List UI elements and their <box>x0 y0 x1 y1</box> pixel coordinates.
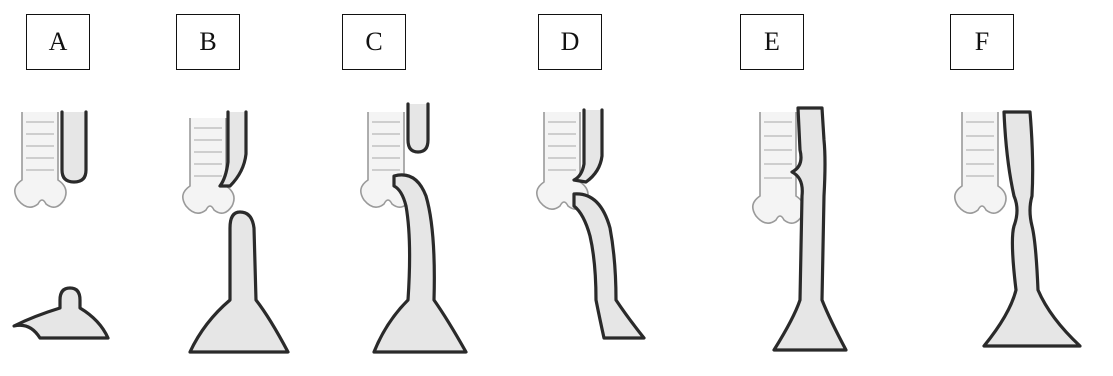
panel-e: E <box>720 0 910 376</box>
trachea-a <box>15 112 66 207</box>
upper-esophageal-pouch-c <box>408 104 428 152</box>
trachea-f <box>955 112 1006 213</box>
anatomy-figure-c <box>336 0 526 376</box>
panel-f: F <box>920 0 1113 376</box>
anatomy-figure-d <box>512 0 702 376</box>
upper-esophageal-pouch-a <box>62 112 86 182</box>
panel-b: B <box>160 0 340 376</box>
anatomy-figure-e <box>720 0 910 376</box>
panel-d: D <box>512 0 702 376</box>
panel-a: A <box>0 0 180 376</box>
distal-tracheoesophageal-fistula-c <box>374 175 466 352</box>
lower-esophagus-fistula-b <box>190 212 288 352</box>
anatomy-figure-f <box>920 0 1113 376</box>
anatomy-figure-b <box>160 0 340 376</box>
lower-esophagus-fistula-d <box>574 194 644 338</box>
panel-c: C <box>336 0 526 376</box>
lower-esophagus-stump-a <box>14 288 108 338</box>
anatomy-figure-a <box>0 0 180 376</box>
